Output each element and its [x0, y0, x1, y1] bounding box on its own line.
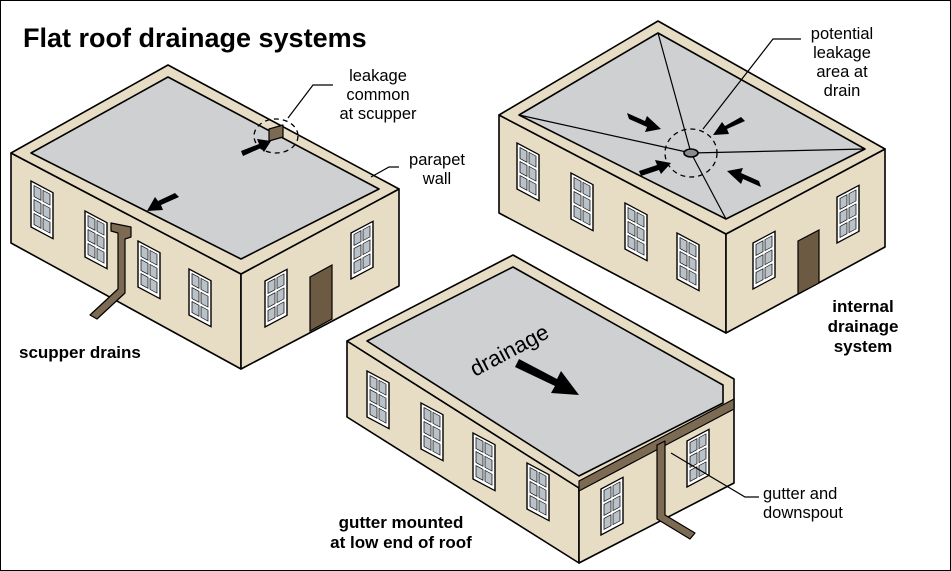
caption-line: drainage [827, 317, 899, 336]
label-line: downspout [763, 504, 843, 522]
caption-scupper: scupper drains [19, 343, 141, 362]
caption-internal: internal drainage system [813, 297, 913, 357]
building-scupper [10, 64, 400, 370]
label-line: wall [422, 170, 452, 188]
flow-arrow [627, 113, 661, 132]
flow-arrow [727, 168, 761, 187]
downspout [89, 222, 132, 320]
caption-line: gutter mounted [338, 513, 464, 532]
building-gutter: drainage [346, 254, 759, 564]
page-title: Flat roof drainage systems [23, 23, 367, 53]
caption-line: at low end of roof [330, 533, 472, 552]
label-line: parapet [409, 151, 465, 169]
label-line: leakage [349, 67, 407, 85]
label-line: leakage [813, 44, 871, 62]
label-line: common [346, 86, 410, 104]
drain-rays [518, 32, 866, 220]
flow-arrow [713, 117, 745, 135]
flow-arrow [147, 193, 179, 211]
caption-line: system [833, 337, 893, 356]
downspout [656, 440, 696, 540]
door [309, 263, 333, 333]
roof-drain [683, 148, 699, 158]
label-line: potential [810, 25, 874, 43]
scupper-spout [268, 124, 284, 142]
label-line: at scupper [339, 105, 417, 123]
caption-gutter: gutter mounted at low end of roof [301, 513, 501, 553]
door [797, 229, 820, 295]
drainage-arrow [515, 359, 579, 395]
leakage-scupper-label: leakage common at scupper [323, 67, 433, 124]
label-line: drain [823, 82, 861, 100]
parapet-wall-label: parapet wall [397, 151, 477, 189]
gutter-downspout-label: gutter and downspout [763, 485, 843, 523]
flow-arrow [241, 139, 271, 156]
potential-leakage-label: potential leakage area at drain [795, 25, 889, 101]
flow-arrow [639, 160, 671, 176]
label-line: area at [816, 63, 868, 81]
scupper-leak-circle [253, 118, 299, 154]
building-internal [498, 20, 886, 334]
drain-leak-circle [664, 128, 718, 178]
caption-line: internal [832, 297, 894, 316]
label-line: gutter and [763, 485, 838, 503]
